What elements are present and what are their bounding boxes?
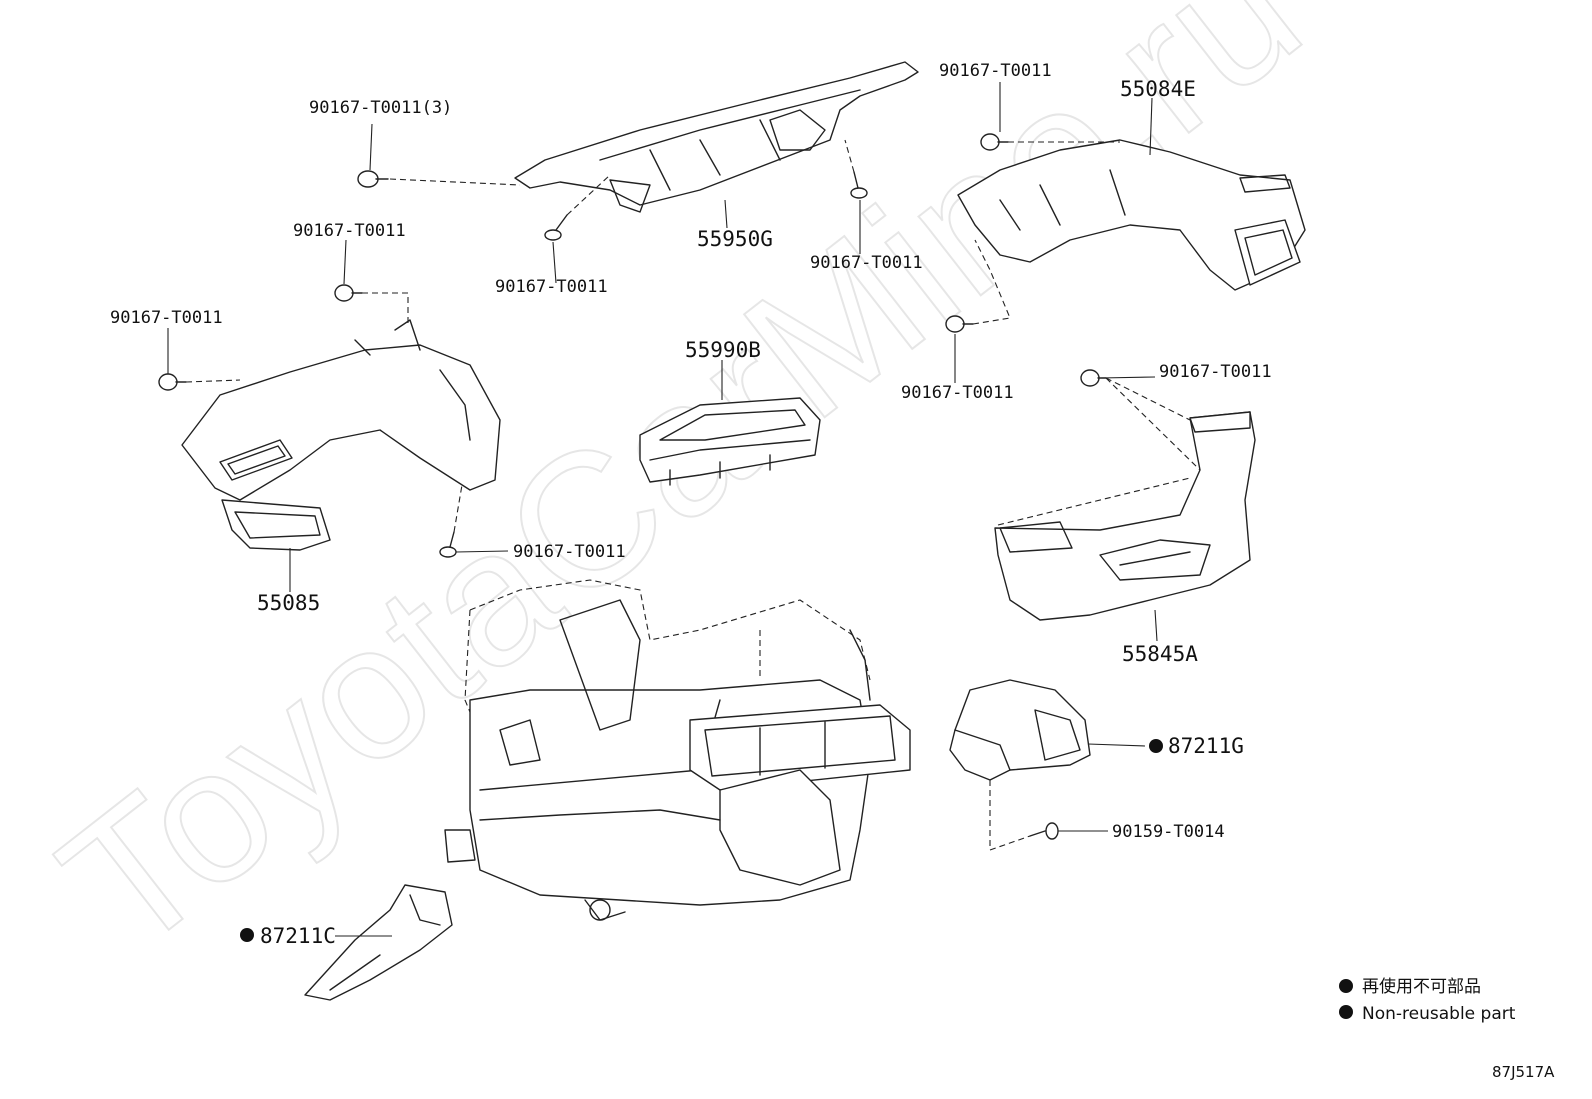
label-90167-t0011-left: 90167-T0011 — [110, 308, 223, 328]
label-87211g: 87211G — [1168, 734, 1244, 758]
legend-bullet — [1339, 979, 1353, 993]
screw-icon — [850, 171, 868, 199]
screw-icon — [544, 214, 568, 241]
duct-55950g — [514, 61, 919, 213]
legend-bullet — [1339, 1005, 1353, 1019]
connection-lines — [185, 139, 1201, 851]
leader-lines — [167, 82, 1158, 937]
clip-icon — [357, 170, 389, 188]
diagram-code: 87J517A — [1492, 1063, 1555, 1081]
label-90167-t0011-duct-right: 90167-T0011 — [810, 253, 923, 273]
label-90167-t0011-3: 90167-T0011(3) — [309, 98, 452, 118]
label-90167-t0011-top-right: 90167-T0011 — [939, 61, 1052, 81]
label-55990b: 55990B — [685, 338, 761, 362]
label-90167-t0011-duct-left: 90167-T0011 — [495, 277, 608, 297]
duct-55085 — [181, 319, 501, 551]
clip-icon — [945, 315, 974, 333]
clip-icon — [334, 284, 363, 302]
label-90159-t0014: 90159-T0014 — [1112, 822, 1225, 842]
label-90167-t0011-left-top: 90167-T0011 — [293, 221, 406, 241]
label-55084e: 55084E — [1120, 77, 1196, 101]
duct-55845a — [994, 411, 1256, 621]
non-reusable-marker — [240, 928, 254, 942]
label-90167-t0011-bottom: 90167-T0011 — [513, 542, 626, 562]
non-reusable-marker — [1149, 739, 1163, 753]
legend: 再使用不可部品 Non-reusable part — [1339, 976, 1516, 1024]
legend-jp: 再使用不可部品 — [1362, 976, 1481, 997]
label-55085: 55085 — [257, 591, 320, 615]
label-55950g: 55950G — [697, 227, 773, 251]
vent-55990b — [639, 397, 821, 486]
label-90167-t0011-right: 90167-T0011 — [1159, 362, 1272, 382]
label-55845a: 55845A — [1122, 642, 1198, 666]
clip-icon — [980, 133, 1009, 151]
label-87211c: 87211C — [260, 924, 336, 948]
label-90167-t0011-right-mid: 90167-T0011 — [901, 383, 1014, 403]
clip-icon — [158, 373, 187, 391]
part-87211g — [949, 679, 1091, 781]
labels: 90167-T0011(3) 90167-T0011 55084E 55950G… — [110, 61, 1272, 948]
screw-icon — [1029, 822, 1059, 840]
legend-en: Non-reusable part — [1362, 1004, 1516, 1024]
heater-unit — [444, 579, 911, 921]
part-87211c — [304, 884, 453, 1001]
